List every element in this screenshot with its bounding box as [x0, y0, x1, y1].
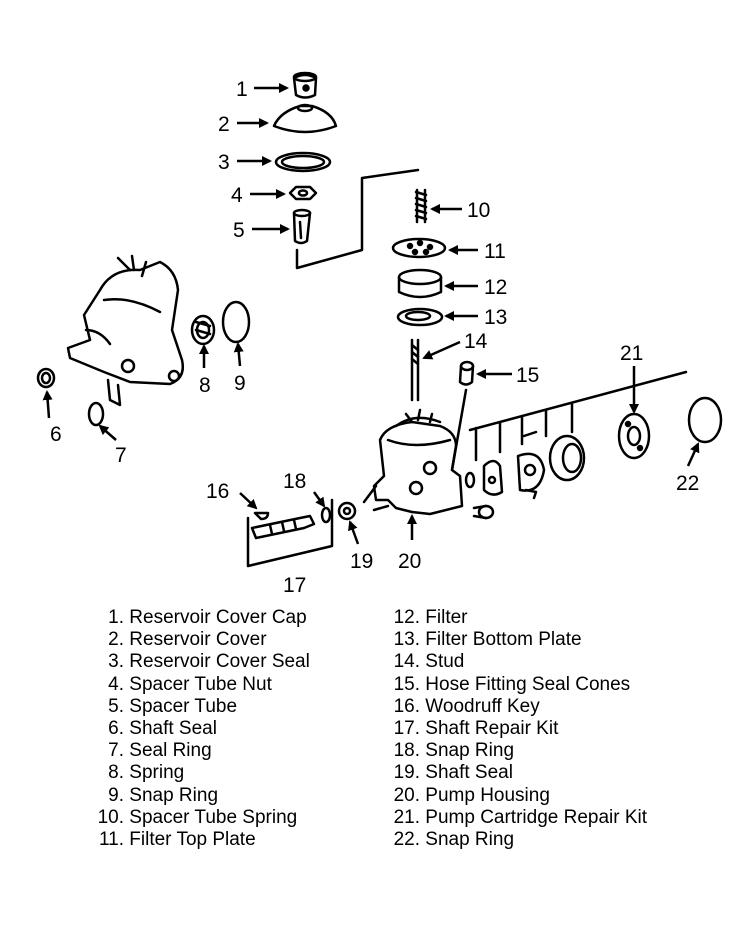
- callout-15: 15: [516, 364, 539, 387]
- arrow-18: [312, 491, 326, 508]
- part-spring: [190, 314, 216, 346]
- part-filter: [397, 268, 443, 299]
- part-shaft-seal-left: [36, 367, 56, 389]
- callout-18: 18: [283, 470, 306, 493]
- legend-item: 3. Reservoir Cover Seal: [108, 651, 310, 673]
- callout-11: 11: [484, 240, 506, 263]
- part-stud: [410, 338, 420, 402]
- part-cartridge-oring: [464, 471, 476, 489]
- callout-1: 1: [236, 78, 248, 101]
- arrow-14: [422, 340, 461, 360]
- callout-16: 16: [206, 480, 229, 503]
- part-cartridge-cam-ring: [548, 434, 586, 482]
- part-reservoir-cover-cap: [292, 71, 318, 99]
- callout-19: 19: [350, 550, 373, 573]
- legend-item: 18. Snap Ring: [393, 740, 515, 762]
- callout-6: 6: [50, 423, 62, 446]
- part-pump-outlet-fitting: [472, 504, 495, 520]
- legend-item: 12. Filter: [393, 607, 468, 628]
- bracket-pump-cartridge: [468, 370, 688, 462]
- legend-item: 11. Filter Top Plate: [98, 829, 256, 851]
- part-woodruff-key: [253, 511, 270, 521]
- part-filter-top-plate: [391, 237, 447, 259]
- callout-12: 12: [484, 276, 507, 299]
- part-reservoir-housing: [66, 254, 184, 407]
- part-shaft-seal-19: [337, 501, 357, 521]
- part-reservoir-cover: [272, 103, 338, 134]
- legend-item: 20. Pump Housing: [393, 784, 550, 806]
- legend-item: 9. Snap Ring: [108, 784, 219, 806]
- callout-5: 5: [233, 219, 245, 242]
- part-cartridge-rotor: [516, 430, 546, 500]
- bracket-spacer-assembly: [295, 168, 420, 270]
- legend-item: 6. Shaft Seal: [108, 718, 217, 740]
- callout-14: 14: [464, 330, 488, 353]
- callout-21: 21: [620, 342, 643, 365]
- arrow-19: [348, 520, 360, 545]
- part-spacer-tube-nut: [288, 185, 318, 201]
- legend-item: 21. Pump Cartridge Repair Kit: [393, 806, 648, 828]
- parts-legend-left: 1. Reservoir Cover Cap 2. Reservoir Cove…: [86, 607, 310, 851]
- arrow-6: [42, 390, 53, 419]
- part-snap-ring-9: [221, 300, 251, 344]
- callout-17: 17: [283, 574, 306, 597]
- part-cartridge-pressure-plate: [617, 412, 651, 460]
- part-snap-ring-22: [687, 396, 723, 444]
- callout-7: 7: [115, 444, 127, 467]
- part-cartridge-end-plate: [482, 459, 504, 496]
- callout-22: 22: [676, 472, 699, 495]
- legend-item: 2. Reservoir Cover: [108, 629, 267, 651]
- part-seal-ring: [87, 401, 105, 427]
- callout-4: 4: [231, 184, 243, 207]
- part-reservoir-cover-seal: [274, 151, 332, 173]
- part-pump-housing: [362, 408, 464, 516]
- part-snap-ring-18: [320, 506, 332, 524]
- callout-10: 10: [467, 199, 490, 222]
- legend-item: 15. Hose Fitting Seal Cones: [393, 673, 631, 695]
- legend-item: 5. Spacer Tube: [108, 695, 238, 717]
- callout-20: 20: [398, 550, 421, 573]
- arrow-22: [686, 442, 700, 467]
- callout-8: 8: [199, 374, 211, 397]
- legend-item: 4. Spacer Tube Nut: [108, 673, 272, 695]
- callout-13: 13: [484, 306, 507, 329]
- exploded-parts-diagram: 1 2 3 4 5 6 7 8 9 10 11 12 13 14 15 16 1…: [36, 71, 723, 597]
- legend-item: 10. Spacer Tube Spring: [97, 806, 298, 828]
- part-spacer-tube-spring: [414, 188, 428, 224]
- legend-item: 19. Shaft Seal: [393, 762, 513, 784]
- arrow-9: [233, 342, 244, 367]
- part-filter-bottom-plate: [396, 307, 444, 327]
- legend-item: 1. Reservoir Cover Cap: [108, 607, 307, 628]
- part-spacer-tube: [292, 208, 312, 245]
- part-shaft: [250, 514, 316, 540]
- legend-item: 16. Woodruff Key: [393, 695, 540, 717]
- parts-legend-right: 12. Filter 13. Filter Bottom Plate 14. S…: [382, 607, 647, 851]
- callout-3: 3: [218, 151, 230, 174]
- legend-item: 14. Stud: [393, 651, 465, 673]
- callout-2: 2: [218, 113, 230, 136]
- legend-item: 13. Filter Bottom Plate: [393, 629, 582, 651]
- legend-item: 7. Seal Ring: [108, 740, 212, 762]
- callout-9: 9: [234, 372, 246, 395]
- legend-item: 17. Shaft Repair Kit: [393, 718, 559, 740]
- legend-item: 22. Snap Ring: [393, 829, 515, 851]
- arrow-16: [239, 492, 258, 510]
- arrow-7: [98, 424, 117, 441]
- legend-item: 8. Spring: [108, 762, 185, 784]
- bracket-shaft-repair-kit: [246, 498, 334, 568]
